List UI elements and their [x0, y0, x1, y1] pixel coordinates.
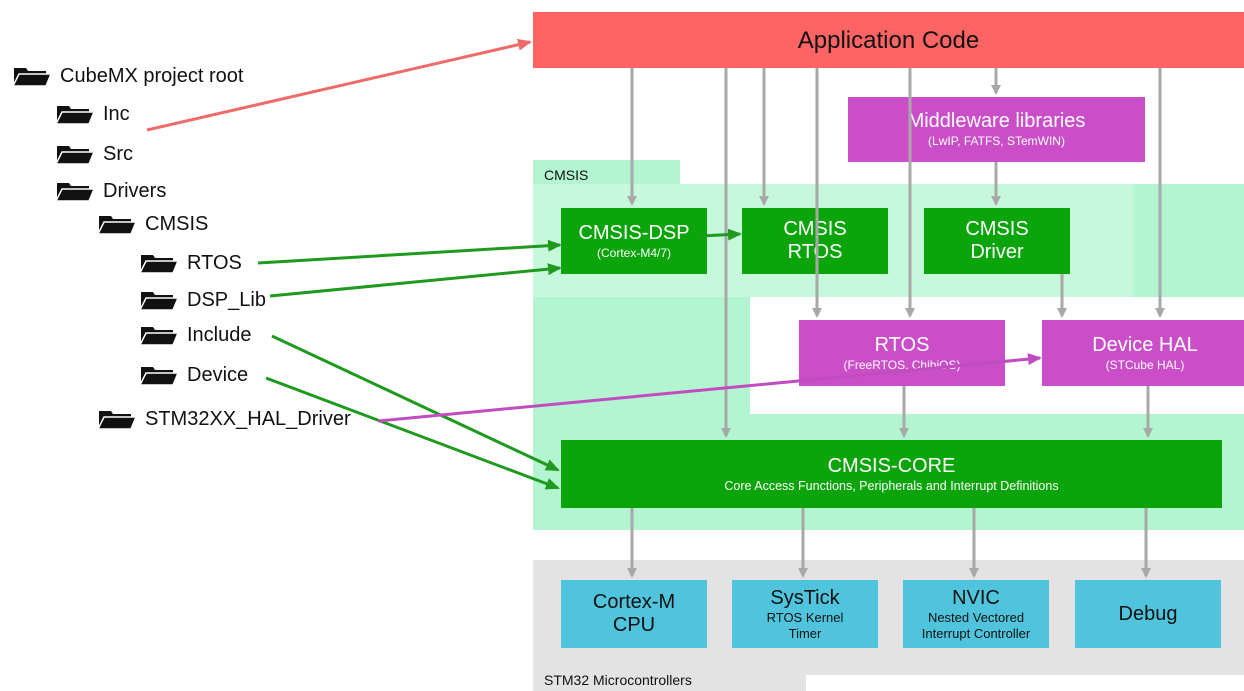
tree-item-label: CMSIS [145, 212, 209, 235]
middleware-subtitle: (LwIP, FATFS, STemWIN) [928, 134, 1065, 148]
cmsis-rtos-title-2: RTOS [787, 241, 843, 263]
arrow-cmsis-dsp-to-cmsis-rtos [699, 228, 742, 241]
nvic-subtitle-1: Nested Vectored [927, 609, 1025, 625]
cmsis-core-box: CMSIS-CORE Core Access Functions, Periph… [561, 440, 1222, 508]
folder-icon [139, 255, 179, 274]
systick-box: SysTick RTOS Kernel Timer [732, 580, 878, 648]
folder-icon [55, 146, 95, 165]
systick-title: SysTick [770, 586, 840, 609]
tree-item-device[interactable]: Device [139, 360, 248, 390]
cmsis-rtos-box: CMSIS RTOS [742, 208, 888, 274]
tree-item-label: RTOS [187, 251, 242, 274]
arrow-rtos-folder-to-cmsis-dsp [257, 239, 562, 265]
device-hal-subtitle: (STCube HAL) [1105, 357, 1185, 372]
cortex-cpu-box: Cortex-M CPU [561, 580, 707, 648]
arrow-inc-src-to-application-code [146, 38, 532, 132]
cmsis-dsp-box: CMSIS-DSP (Cortex-M4/7) [561, 208, 707, 274]
nvic-title: NVIC [952, 586, 1000, 609]
cortex-cpu-title-1: Cortex-M [592, 591, 676, 613]
application-code-box: Application Code [533, 12, 1244, 68]
folder-icon [139, 367, 179, 386]
folder-icon [97, 216, 137, 235]
cmsis-core-title: CMSIS-CORE [827, 454, 956, 477]
cmsis-region-label: CMSIS [544, 167, 589, 183]
arrow-device-to-cmsis-core [265, 376, 560, 490]
folder-icon [55, 183, 95, 202]
folder-icon [139, 292, 179, 311]
stm32-region-notch [806, 675, 1244, 691]
device-hal-title: Device HAL [1092, 333, 1198, 356]
device-hal-box: Device HAL (STCube HAL) [1042, 320, 1244, 386]
tree-item-label: Src [103, 142, 133, 165]
tree-item-label: Device [187, 363, 249, 386]
folder-icon [97, 411, 137, 430]
cmsis-dsp-subtitle: (Cortex-M4/7) [596, 245, 671, 260]
tree-item-stm32xx-hal-driver[interactable]: STM32XX_HAL_Driver [97, 404, 351, 434]
arrow-include-to-cmsis-core [271, 334, 560, 472]
cmsis-region-tab-cut [680, 160, 1244, 184]
rtos-box: RTOS (FreeRTOS, ChibiOS) [799, 320, 1005, 386]
tree-item-cubemx-root[interactable]: CubeMX project root [12, 61, 243, 91]
tree-item-dsp-lib[interactable]: DSP_Lib [139, 285, 266, 315]
tree-item-label: CubeMX project root [60, 64, 244, 87]
debug-title: Debug [1118, 602, 1178, 625]
arrow-hal-driver-to-device-hal [377, 353, 1042, 423]
systick-subtitle-2: Timer [788, 625, 822, 641]
middleware-title: Middleware libraries [907, 110, 1086, 132]
cmsis-driver-box: CMSIS Driver [924, 208, 1070, 274]
cmsis-dsp-title: CMSIS-DSP [578, 221, 690, 244]
tree-item-label: Include [187, 323, 252, 346]
folder-icon [55, 106, 95, 125]
cmsis-core-subtitle: Core Access Functions, Peripherals and I… [724, 478, 1059, 493]
tree-item-inc[interactable]: Inc [55, 99, 130, 129]
cmsis-rtos-title-1: CMSIS [783, 218, 847, 240]
tree-item-src[interactable]: Src [55, 139, 133, 169]
tree-item-rtos[interactable]: RTOS [139, 248, 242, 278]
systick-subtitle-1: RTOS Kernel [766, 609, 844, 625]
debug-box: Debug [1075, 580, 1221, 648]
nvic-box: NVIC Nested Vectored Interrupt Controlle… [903, 580, 1049, 648]
tree-item-include[interactable]: Include [139, 320, 252, 350]
tree-item-label: Inc [103, 102, 130, 125]
cmsis-driver-title-1: CMSIS [965, 218, 1029, 240]
tree-item-drivers[interactable]: Drivers [55, 176, 166, 206]
rtos-title: RTOS [874, 333, 930, 356]
folder-icon [12, 68, 52, 87]
tree-item-label: Drivers [103, 179, 167, 202]
arrow-dsp-lib-to-cmsis-dsp [269, 263, 562, 298]
middleware-box: Middleware libraries (LwIP, FATFS, STemW… [848, 97, 1145, 162]
stm32-region-label: STM32 Microcontrollers [544, 672, 692, 688]
tree-item-label: DSP_Lib [187, 288, 266, 311]
application-code-title: Application Code [797, 26, 980, 54]
cmsis-driver-title-2: Driver [970, 241, 1024, 263]
cortex-cpu-title-2: CPU [612, 614, 656, 636]
tree-item-label: STM32XX_HAL_Driver [145, 407, 351, 430]
folder-icon [139, 327, 179, 346]
nvic-subtitle-2: Interrupt Controller [921, 625, 1031, 641]
tree-item-cmsis[interactable]: CMSIS [97, 209, 208, 239]
